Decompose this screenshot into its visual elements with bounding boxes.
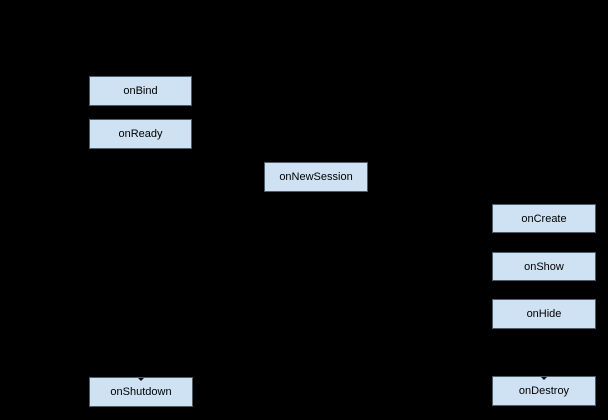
node-onhide: onHide (492, 299, 596, 329)
arrowhead-notch-icon (541, 377, 547, 380)
node-ondestroy: onDestroy (492, 376, 596, 406)
node-onready: onReady (89, 119, 192, 149)
node-onshow: onShow (492, 252, 596, 281)
node-onshutdown: onShutdown (89, 377, 193, 407)
node-onshutdown-label: onShutdown (110, 386, 172, 398)
node-oncreate: onCreate (492, 204, 596, 233)
node-ondestroy-label: onDestroy (518, 385, 570, 397)
node-oncreate-label: onCreate (521, 212, 567, 225)
node-onnewsession: onNewSession (264, 162, 368, 192)
node-onnewsession-label: onNewSession (279, 171, 353, 183)
node-onbind: onBind (89, 76, 192, 106)
node-onhide-label: onHide (526, 308, 562, 320)
node-onbind-label: onBind (123, 85, 158, 97)
arrowhead-notch-icon (138, 378, 144, 381)
node-onshow-label: onShow (524, 260, 564, 273)
node-onready-label: onReady (118, 128, 163, 140)
